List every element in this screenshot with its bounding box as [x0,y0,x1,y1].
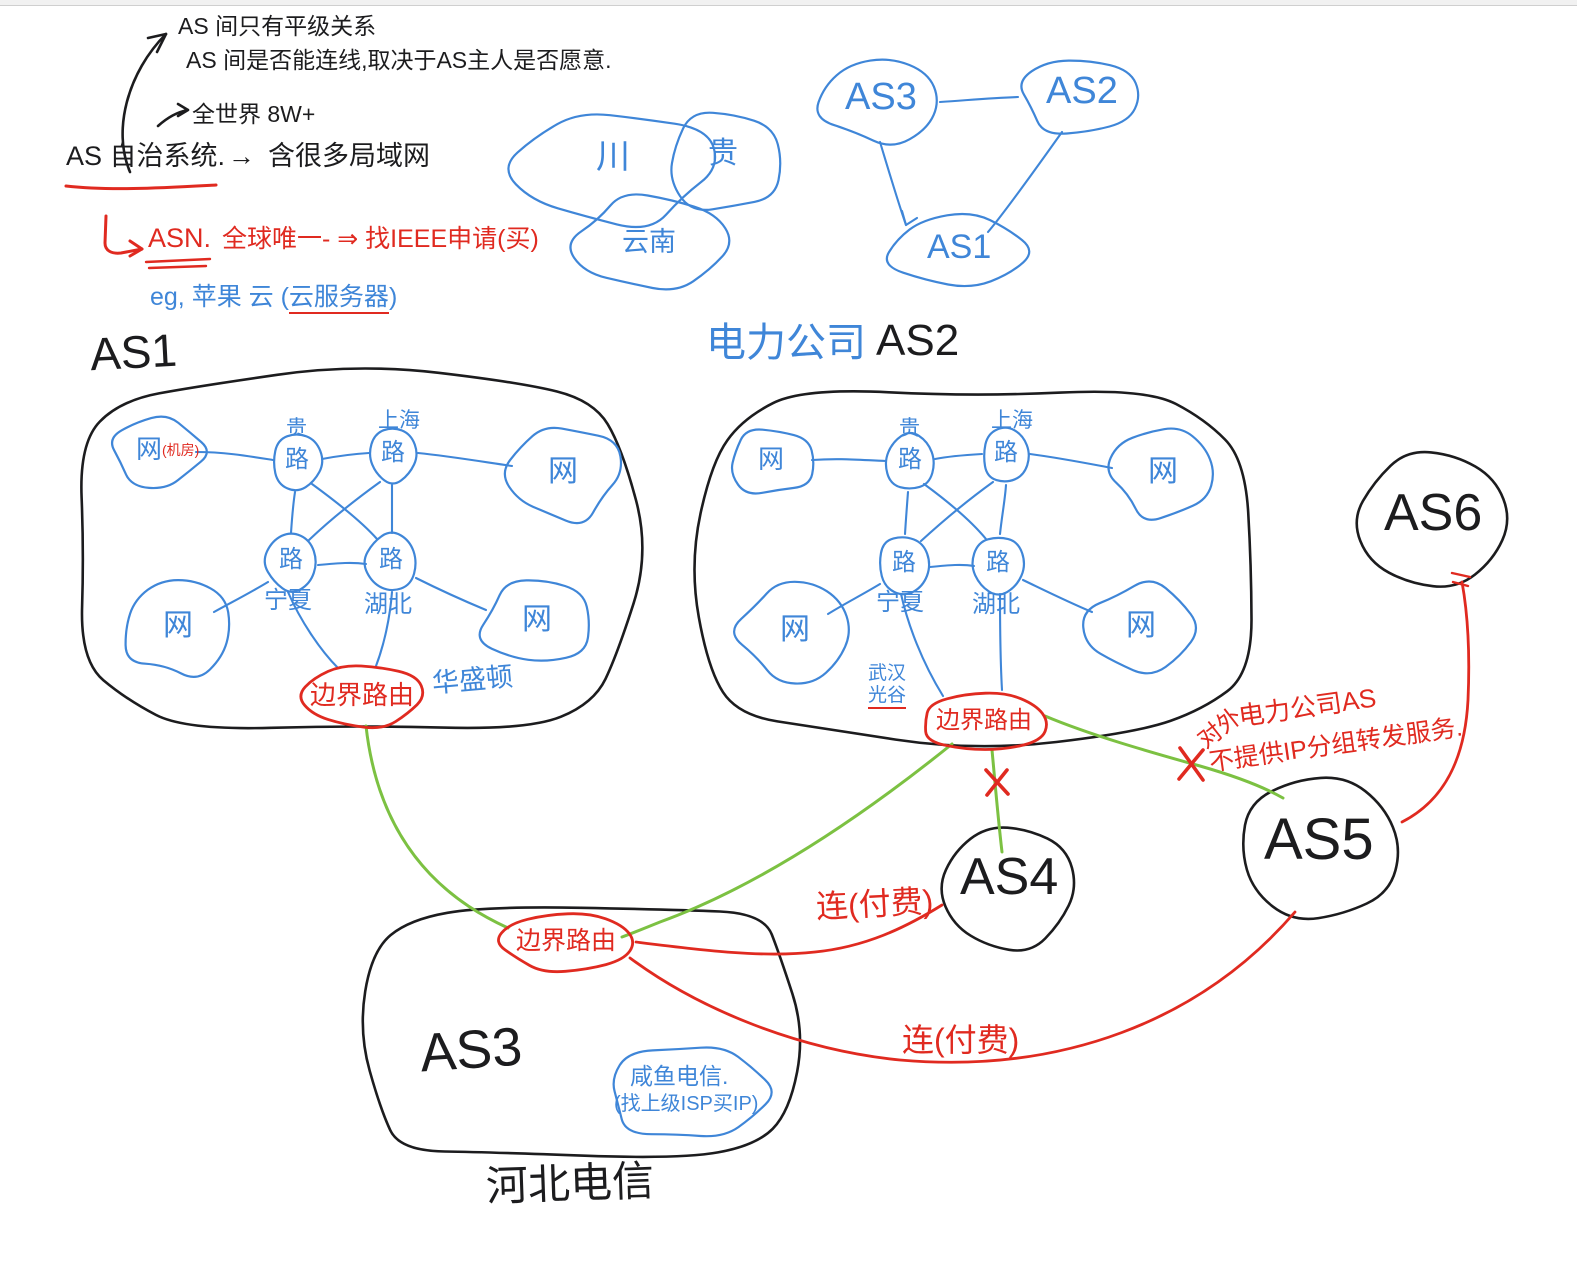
as4-label: AS4 [960,848,1059,906]
as2-router2-city: 上海 [991,409,1033,432]
as2-location-line1: 武汉 [868,663,907,684]
as5-label: AS5 [1264,807,1374,872]
green-link-strokes [364,714,1285,939]
note-peer-rule: AS 间只有平级关系 [178,13,377,39]
mini-as3-label: AS3 [845,76,917,118]
as3-border-router-label: 边界路由 [516,927,617,955]
cloud-label-yunnan: 云南 [622,227,676,257]
as1-router3: 路 [279,546,303,573]
paid-link-label-2: 连(付费) [902,1022,1020,1058]
paid-link-label-1: 连(付费) [815,882,935,926]
as2-router3: 路 [892,549,916,576]
as1-router1-city: 贵 [286,417,307,440]
as2-router2: 路 [994,439,1018,466]
mini-as2-label: AS2 [1046,70,1118,112]
as1-net-tr: 网 [548,455,578,488]
as1-net-room-label: 网 [136,434,163,464]
as1-net-br: 网 [522,603,552,636]
note-world-count: 全世界 8W+ [192,101,316,127]
as3-caption: 河北电信 [485,1157,655,1210]
as2-router1-city: 贵 [899,417,920,440]
note-as-term: AS 自治系统. [66,141,226,171]
as2-router1: 路 [898,446,922,473]
example-highlight: 云服务器 [288,283,389,314]
as1-router2-city: 上海 [378,409,420,432]
as1-border-router-label: 边界路由 [310,680,415,710]
arrow-right-icon: → [228,141,255,171]
as1-router4: 路 [379,546,403,573]
as1-router1: 路 [285,446,309,473]
as2-net-tr: 网 [1148,455,1178,488]
as2-net-br: 网 [1126,609,1156,642]
as2-router4: 路 [986,549,1010,576]
as1-router4-city: 湖北 [364,591,412,618]
black-ink-strokes [80,32,1509,1159]
as3-telecom-cloud-line1: 咸鱼电信. [630,1063,729,1089]
as1-router3-city: 宁夏 [264,587,312,614]
note-as-def: 含很多局域网 [268,141,430,171]
example-prefix: eg, 苹果 云 ( [150,283,289,311]
as2-location-line2: 光谷 [868,686,907,709]
blue-ink-strokes [111,58,1214,1138]
as1-router2: 路 [381,439,405,466]
red-ink-strokes [64,183,1472,1064]
as3-telecom-cloud-line2: (找上级ISP买IP) [614,1093,759,1115]
as1-net-bl: 网 [163,609,193,642]
note-asn-label: ASN. [148,223,212,253]
as2-net-tl: 网 [758,444,785,474]
as2-router3-city: 宁夏 [876,589,924,616]
as2-net-bl: 网 [780,613,810,646]
top-edge [0,0,1577,6]
mini-as1-label: AS1 [927,228,992,266]
cloud-label-guizhou: 贵 [708,137,738,170]
example-suffix: ) [388,283,398,311]
as1-server-room-note: (机房) [162,442,200,458]
note-asn-rest: 全球唯一- ⇒ 找IEEE申请(买) [222,225,539,253]
note-example: eg, 苹果 云 (云服务器) [150,283,398,314]
as2-company-label: 电力公司 [706,321,866,365]
note-peer-rule2: AS 间是否能连线,取决于AS主人是否愿意. [186,47,612,73]
as2-router4-city: 湖北 [972,591,1020,618]
as3-title: AS3 [418,1016,525,1084]
as1-title: AS1 [88,323,179,381]
as2-title: AS2 [876,316,960,365]
as2-border-router-label: 边界路由 [936,707,1032,734]
as6-label: AS6 [1384,484,1483,542]
cloud-label-sichuan: 川 [596,138,630,176]
